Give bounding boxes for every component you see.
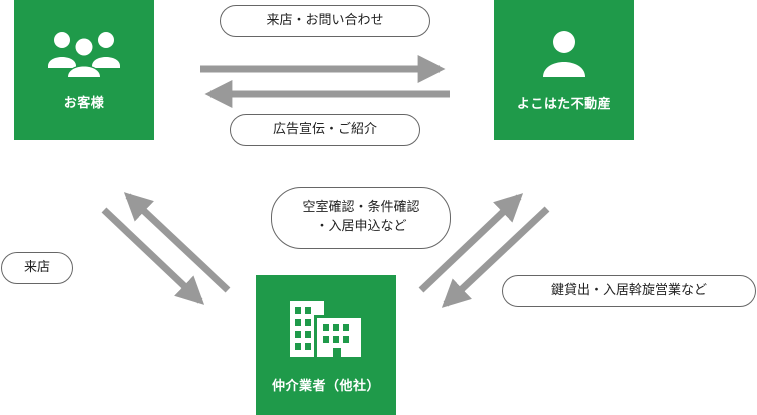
- node-agent-label: 仲介業者（他社）: [271, 378, 380, 394]
- label-vacancy-check-line1: 空室確認・条件確認: [302, 200, 420, 216]
- node-customer: お客様: [14, 0, 154, 140]
- person-icon: [543, 30, 585, 77]
- node-customer-label: お客様: [63, 95, 105, 111]
- people-group-icon: [48, 31, 120, 78]
- arrow-yokohata-to-agent: [441, 206, 550, 308]
- node-yokohata: よこはた不動産: [494, 0, 634, 140]
- node-agent: 仲介業者（他社）: [256, 275, 396, 415]
- arrow-agent-to-customer: [123, 192, 231, 293]
- label-vacancy-check: 空室確認・条件確認 ・入居申込など: [271, 187, 451, 249]
- arrow-customer-to-agent: [101, 207, 205, 305]
- label-key-handover: 鍵貸出・入居斡旋営業など: [502, 275, 756, 307]
- arrow-agent-to-yokohata: [418, 193, 524, 293]
- buildings-icon: [290, 300, 361, 357]
- label-vacancy-check-line2: ・入居申込など: [315, 219, 407, 234]
- node-yokohata-label: よこはた不動産: [516, 96, 612, 112]
- label-visit-inquiry: 来店・お問い合わせ: [220, 5, 430, 37]
- label-advertising: 広告宣伝・ご紹介: [230, 114, 420, 146]
- label-visit: 来店: [1, 252, 73, 284]
